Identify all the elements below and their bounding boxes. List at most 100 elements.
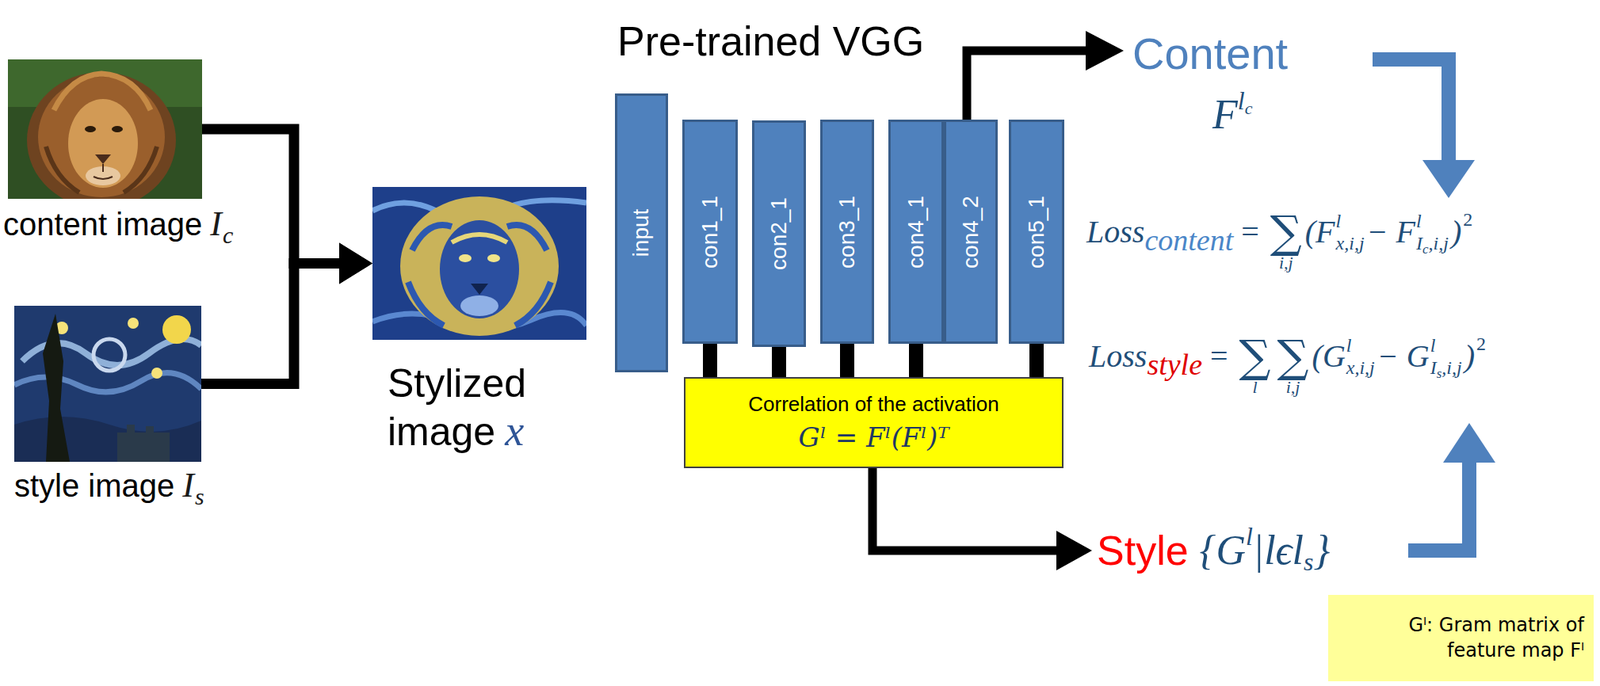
- gram-box: Correlation of the activationGˡ = Fˡ(Fˡ)…: [683, 377, 1064, 469]
- script-stack: lIs,i,j: [1430, 336, 1463, 378]
- formula-text: l: [1252, 378, 1258, 397]
- sum-stack: ∑l: [1239, 316, 1272, 397]
- formula-text: ∑: [1239, 334, 1272, 379]
- starry-night-painting: [14, 305, 202, 463]
- image-caption: style imageIs: [14, 465, 205, 506]
- image-box: Stylized imagex: [372, 187, 587, 340]
- layer-box: con4_1: [888, 119, 944, 344]
- formula-text: − F: [1367, 216, 1416, 249]
- formula-text: style: [1146, 349, 1203, 380]
- arrow-head: [1422, 160, 1475, 199]
- image-box: style imageIs: [14, 305, 202, 463]
- caption-text: content image: [3, 206, 203, 243]
- script-stack: lx,i,j: [1346, 336, 1375, 378]
- layer-name: con2_1: [766, 197, 792, 271]
- formula-text: 2: [1476, 334, 1486, 354]
- style-feed-arrow: [1408, 459, 1470, 551]
- formula-row: Content: [1132, 26, 1288, 81]
- layer-name: con1_1: [697, 195, 723, 269]
- formula-text: ,i,j: [1441, 358, 1462, 378]
- layer-name: con4_2: [958, 195, 984, 269]
- layer-box: input: [614, 93, 669, 373]
- sub-row: Ic,i,j: [1416, 233, 1449, 253]
- formula-text: }: [1313, 526, 1330, 576]
- formula-text: x,i,j: [1336, 233, 1365, 253]
- caption-text: I: [182, 465, 195, 506]
- formula-text: c: [1422, 242, 1429, 256]
- layer-name: con5_1: [1023, 195, 1050, 269]
- sub-row: x,i,j: [1346, 358, 1375, 378]
- content-feed-arrow: [1372, 59, 1449, 163]
- gram-formula: Gˡ = Fˡ(Fˡ)ᵀ: [798, 421, 949, 454]
- caption-text: I: [210, 203, 222, 245]
- sum-stack: ∑i,j: [1277, 316, 1310, 397]
- formula-text: =: [1210, 340, 1229, 373]
- formula-row: Pre-trained VGG: [617, 16, 925, 66]
- connector: [908, 343, 924, 378]
- formula-text: ,i,j: [1428, 233, 1449, 253]
- formula-row: Losscontent=∑i,j(Flx,i,j− FlIc,i,j)2: [1086, 192, 1473, 272]
- arrow-head: [339, 242, 373, 284]
- connector: [702, 343, 718, 378]
- formula-text: 2: [1462, 210, 1473, 230]
- formula-text: l: [1237, 87, 1245, 114]
- layer-name: con4_1: [903, 195, 929, 269]
- formula-text: s: [1303, 549, 1314, 575]
- formula-text: |lϵl: [1252, 526, 1304, 576]
- arrow-head: [1085, 30, 1124, 71]
- layer-box: con5_1: [1008, 119, 1065, 344]
- formula-text: Loss: [1086, 216, 1145, 249]
- sup-row: l: [1430, 336, 1436, 356]
- formula-text: i,j: [1279, 254, 1294, 272]
- sup-row: l: [1416, 211, 1422, 231]
- formula-text: ): [1451, 216, 1462, 249]
- formula-text: {G: [1199, 526, 1246, 576]
- formula-text: Pre-trained VGG: [617, 16, 925, 66]
- connector: [771, 347, 787, 378]
- script-stack: lx,i,j: [1336, 211, 1365, 253]
- style-arrow: [872, 468, 1058, 551]
- formula-text: l: [1416, 211, 1422, 231]
- connector: [202, 129, 341, 264]
- formula-text: c: [1244, 99, 1253, 118]
- formula-row: Lossstyle=∑l∑i,j(Glx,i,j− GlIs,i,j)2: [1088, 316, 1486, 397]
- sup-row: l: [1346, 336, 1352, 356]
- formula-text: ∑: [1270, 210, 1303, 255]
- formula-text: (F: [1305, 216, 1336, 249]
- formula-text: F: [1212, 90, 1238, 140]
- content-arrow: [966, 50, 1088, 120]
- sub-row: x,i,j: [1336, 233, 1365, 253]
- formula-text: =: [1241, 216, 1260, 249]
- formula-text: Style: [1096, 526, 1189, 576]
- image-caption: Stylized imagex: [387, 360, 602, 456]
- formula-text: l: [1430, 336, 1436, 356]
- stylized-lion-picture: [372, 187, 587, 340]
- formula-text: − G: [1377, 340, 1430, 373]
- formula-text: l: [1336, 211, 1342, 231]
- script-stack: lIc,i,j: [1416, 211, 1449, 253]
- layer-name: input: [629, 209, 655, 258]
- formula-text: I: [1416, 233, 1423, 253]
- arrow-head: [339, 242, 373, 284]
- layer-box: con4_2: [943, 119, 998, 344]
- layer-box: con1_1: [682, 119, 738, 344]
- layer-name: con3_1: [834, 195, 860, 269]
- note-text: Gˡ: Gram matrix of feature map Fˡ: [1337, 613, 1585, 663]
- formula-text: content: [1144, 225, 1234, 256]
- arrow-head: [1443, 423, 1496, 463]
- formula-text: l: [1245, 523, 1253, 550]
- formula-row: Flc: [1212, 90, 1253, 140]
- formula-row: Style{Gl|lϵls}: [1096, 526, 1330, 576]
- layer-box: con2_1: [752, 120, 806, 348]
- caption-text: x: [504, 407, 524, 455]
- caption-text: s: [194, 483, 205, 511]
- formula-text: s: [1436, 366, 1443, 381]
- connector: [1029, 343, 1044, 378]
- formula-text: I: [1430, 358, 1437, 378]
- connector: [840, 343, 855, 378]
- layer-box: con3_1: [820, 119, 875, 344]
- formula-text: Content: [1132, 26, 1288, 81]
- caption-text: style image: [14, 468, 175, 505]
- note-box: Gˡ: Gram matrix of feature map Fˡ: [1328, 595, 1594, 682]
- sup-row: l: [1336, 211, 1342, 231]
